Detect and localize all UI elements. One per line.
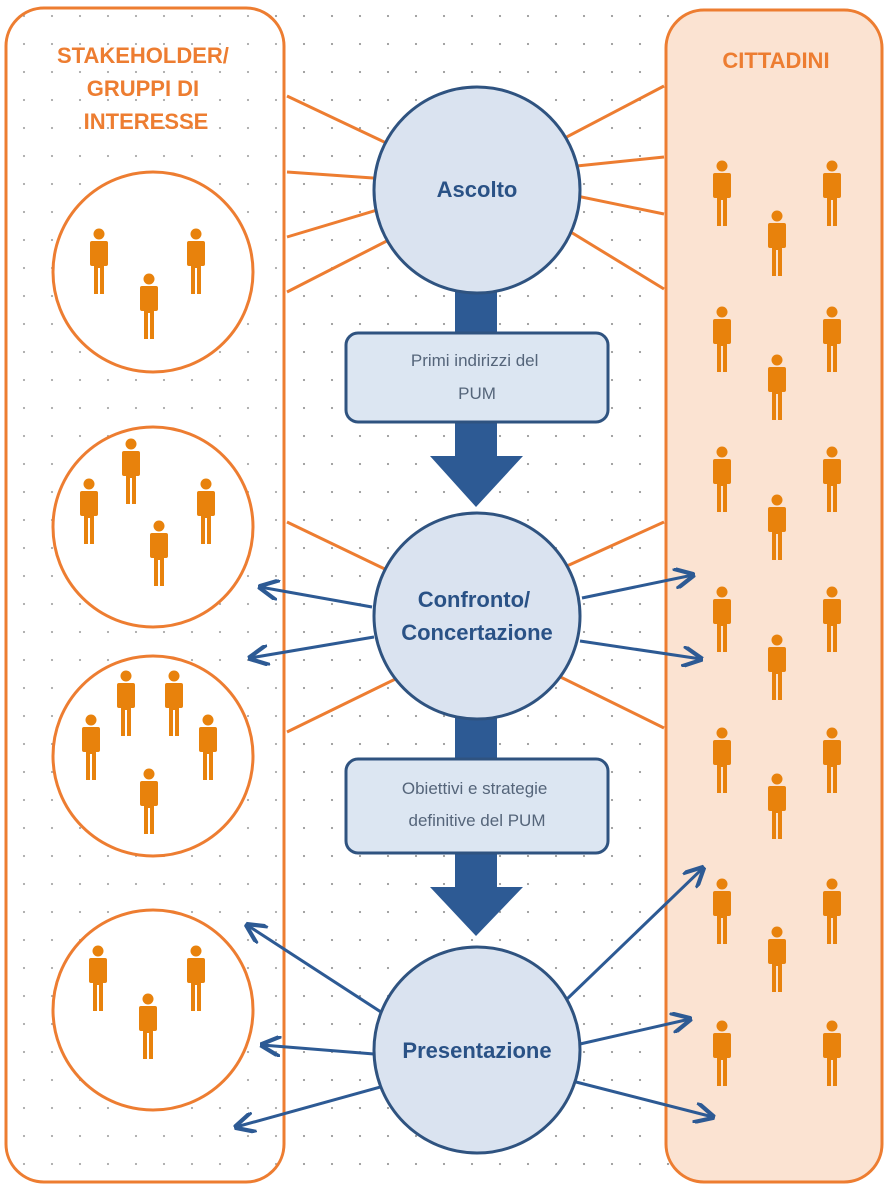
process-flow (430, 286, 523, 936)
stage-circle (372, 945, 582, 1155)
stakeholder-panel-title: STAKEHOLDER/ GRUPPI DI INTERESSE (57, 43, 235, 134)
step-label-line: Obiettivi e strategie (402, 779, 548, 798)
blue-arrow (575, 1080, 713, 1117)
stage-label-line: Concertazione (401, 620, 553, 645)
stage-ascolto: Ascolto (372, 85, 582, 295)
blue-arrow (579, 639, 701, 659)
blue-arrow (236, 1084, 385, 1127)
stage-label: Confronto/ Concertazione (401, 587, 553, 645)
citizens-panel-title: CITTADINI (722, 48, 829, 73)
stakeholder-group-circle (51, 425, 255, 629)
stage-circle (372, 511, 582, 721)
flow-arrowhead (430, 887, 523, 936)
stakeholder-group-circle (51, 170, 255, 374)
step-label-line: definitive del PUM (408, 811, 545, 830)
blue-arrow (260, 587, 373, 609)
step-label: Obiettivi e strategie definitive del PUM (402, 779, 552, 830)
flow-shaft (455, 715, 497, 759)
step-box (344, 757, 610, 855)
step-label-line: Primi indirizzi del (411, 351, 539, 370)
flow-shaft (455, 853, 497, 887)
stage-presentazione: Presentazione (372, 945, 582, 1155)
step-box-primi-indirizzi: Primi indirizzi del PUM (344, 331, 610, 424)
stage-label-line: Confronto/ (418, 587, 530, 612)
stakeholder-title-line: STAKEHOLDER/ (57, 43, 229, 68)
blue-arrow (579, 1019, 690, 1046)
stage-label: Presentazione (402, 1038, 551, 1063)
stage-circle (372, 85, 582, 295)
blue-arrow (262, 1045, 375, 1054)
stakeholder-title-line: INTERESSE (84, 109, 209, 134)
stage-label: Ascolto (437, 177, 518, 202)
step-label-line: PUM (458, 384, 496, 403)
blue-arrow (581, 575, 693, 600)
blue-arrow (250, 635, 375, 658)
citizens-panel (664, 8, 884, 1184)
stakeholder-title-line: GRUPPI DI (87, 76, 199, 101)
stage-confronto: Confronto/ Concertazione (372, 511, 582, 721)
flow-arrowhead (430, 456, 523, 507)
blue-arrow (247, 925, 385, 1016)
blue-arrows (236, 575, 713, 1127)
blue-arrow (564, 868, 703, 1002)
step-box-obiettivi-strategie: Obiettivi e strategie definitive del PUM (344, 757, 610, 855)
flow-shaft (455, 420, 497, 456)
stakeholder-group-circle (51, 654, 255, 858)
step-label: Primi indirizzi del PUM (411, 351, 543, 403)
step-box (344, 331, 610, 424)
